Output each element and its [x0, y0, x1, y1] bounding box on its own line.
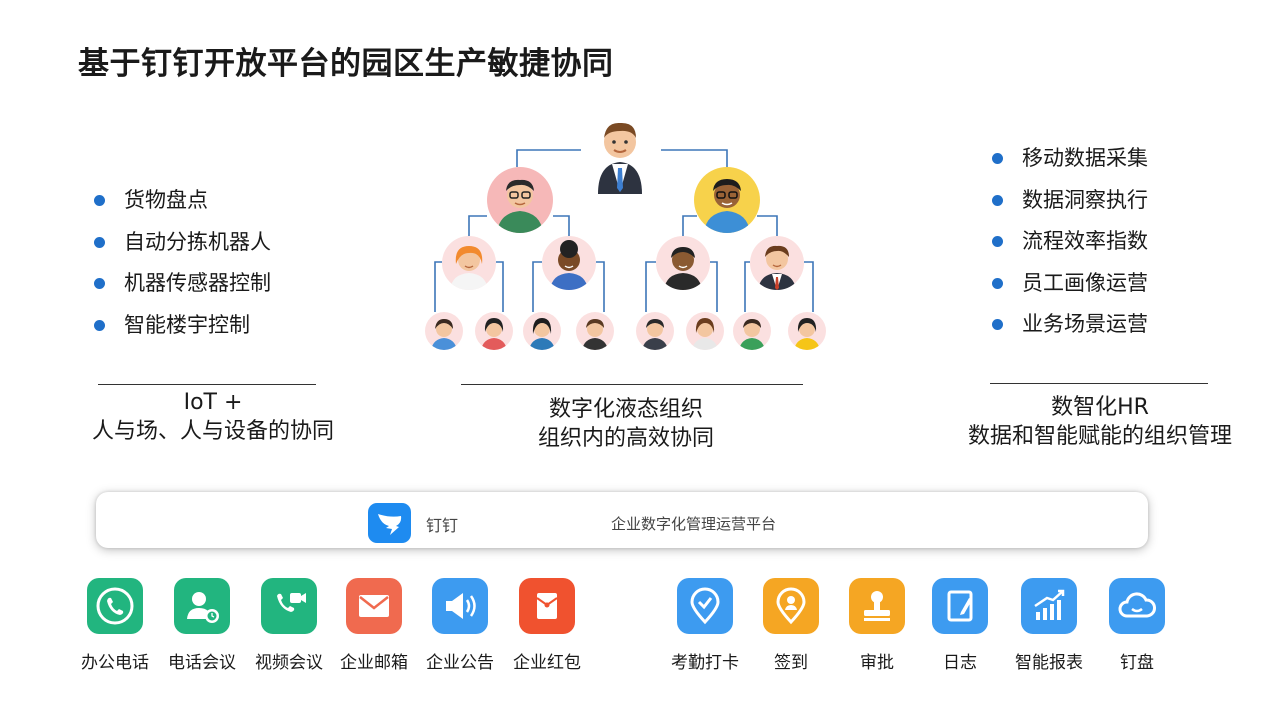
app-label: 考勤打卡 — [671, 653, 739, 673]
member-avatar — [523, 312, 561, 350]
notebook-icon — [932, 578, 988, 634]
app-log[interactable]: 日志 — [915, 578, 1005, 673]
executive-avatar — [592, 114, 648, 194]
team-lead-avatar — [542, 236, 596, 290]
list-item: 移动数据采集 — [992, 145, 1148, 187]
iot-feature-list: 货物盘点 自动分拣机器人 机器传感器控制 智能楼宇控制 — [94, 187, 271, 353]
app-office-phone[interactable]: 办公电话 — [70, 578, 160, 673]
video-call-icon — [261, 578, 317, 634]
app-smart-report[interactable]: 智能报表 — [1004, 578, 1094, 673]
hr-caption-line1: 数智化HR — [1051, 395, 1149, 420]
team-lead-avatar — [442, 236, 496, 290]
iot-caption-line2: 人与场、人与设备的协同 — [91, 419, 334, 444]
app-label: 电话会议 — [168, 653, 236, 673]
app-label: 办公电话 — [81, 653, 149, 673]
member-avatar — [733, 312, 771, 350]
app-check-in[interactable]: 签到 — [746, 578, 836, 673]
app-video-conference[interactable]: 视频会议 — [244, 578, 334, 673]
location-person-icon — [763, 578, 819, 634]
right-divider — [990, 383, 1208, 384]
org-caption: 数字化液态组织 组织内的高效协同 — [470, 395, 782, 453]
member-avatar — [425, 312, 463, 350]
manager-avatar — [487, 167, 553, 233]
team-lead-avatar — [656, 236, 710, 290]
member-avatar — [576, 312, 614, 350]
mail-icon — [346, 578, 402, 634]
list-item: 自动分拣机器人 — [94, 229, 271, 271]
app-label: 企业邮箱 — [340, 653, 408, 673]
member-avatar — [788, 312, 826, 350]
list-item: 机器传感器控制 — [94, 270, 271, 312]
list-item: 流程效率指数 — [992, 228, 1148, 270]
page-title: 基于钉钉开放平台的园区生产敏捷协同 — [78, 46, 614, 82]
megaphone-icon — [432, 578, 488, 634]
list-item: 数据洞察执行 — [992, 187, 1148, 229]
app-red-envelope[interactable]: 企业红包 — [502, 578, 592, 673]
iot-caption-line1: IoT + — [183, 390, 243, 415]
hr-caption-line2: 数据和智能赋能的组织管理 — [967, 424, 1232, 449]
list-item: 员工画像运营 — [992, 270, 1148, 312]
list-item: 智能楼宇控制 — [94, 312, 271, 354]
hr-caption: 数智化HR 数据和智能赋能的组织管理 — [950, 393, 1250, 451]
left-divider — [98, 384, 316, 385]
location-check-icon — [677, 578, 733, 634]
phone-icon — [87, 578, 143, 634]
app-label: 日志 — [943, 653, 977, 673]
list-item: 货物盘点 — [94, 187, 271, 229]
red-envelope-icon — [519, 578, 575, 634]
member-avatar — [686, 312, 724, 350]
dingtalk-platform-bar: 钉钉 企业数字化管理运营平台 — [96, 492, 1148, 548]
member-avatar — [475, 312, 513, 350]
app-label: 企业红包 — [513, 653, 581, 673]
app-ding-drive[interactable]: 钉盘 — [1092, 578, 1182, 673]
center-divider — [461, 384, 803, 385]
member-avatar — [636, 312, 674, 350]
app-enterprise-mail[interactable]: 企业邮箱 — [329, 578, 419, 673]
platform-slogan: 企业数字化管理运营平台 — [611, 515, 777, 533]
app-label: 智能报表 — [1015, 653, 1083, 673]
app-label: 视频会议 — [255, 653, 323, 673]
conference-call-icon — [174, 578, 230, 634]
app-label: 审批 — [860, 653, 894, 673]
app-label: 签到 — [774, 653, 808, 673]
app-approval[interactable]: 审批 — [832, 578, 922, 673]
org-caption-line2: 组织内的高效协同 — [537, 426, 714, 451]
app-attendance[interactable]: 考勤打卡 — [660, 578, 750, 673]
app-label: 钉盘 — [1120, 653, 1154, 673]
iot-caption: IoT + 人与场、人与设备的协同 — [60, 388, 366, 446]
hr-feature-list: 移动数据采集 数据洞察执行 流程效率指数 员工画像运营 业务场景运营 — [992, 145, 1148, 353]
list-item: 业务场景运营 — [992, 311, 1148, 353]
app-label: 企业公告 — [426, 653, 494, 673]
stamp-icon — [849, 578, 905, 634]
team-lead-avatar — [750, 236, 804, 290]
dingtalk-logo-icon — [368, 503, 411, 543]
app-conference-call[interactable]: 电话会议 — [157, 578, 247, 673]
report-chart-icon — [1021, 578, 1077, 634]
app-announcement[interactable]: 企业公告 — [415, 578, 505, 673]
platform-name: 钉钉 — [426, 516, 459, 535]
org-caption-line1: 数字化液态组织 — [548, 397, 703, 422]
cloud-icon — [1109, 578, 1165, 634]
manager-avatar — [694, 167, 760, 233]
